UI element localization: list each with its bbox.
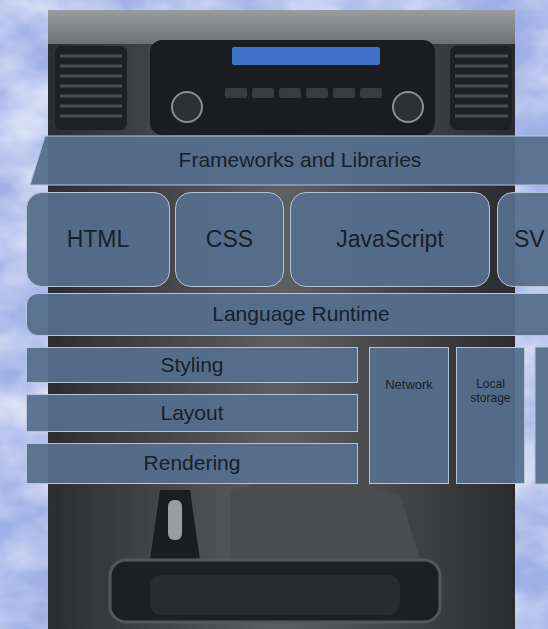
service-box: Local storage bbox=[456, 347, 525, 484]
box-label: Rendering bbox=[31, 451, 353, 475]
box-label: Layout bbox=[31, 401, 353, 425]
language-box: HTML bbox=[26, 192, 170, 287]
box-label: Local storage bbox=[461, 378, 520, 406]
engine-layer: Rendering bbox=[26, 443, 358, 484]
box-label: Styling bbox=[31, 353, 353, 377]
box-label: Network bbox=[374, 378, 444, 393]
engine-layer: Layout bbox=[26, 394, 358, 432]
language-box: CSS bbox=[175, 192, 284, 287]
box-label: CSS bbox=[180, 226, 279, 252]
runtime-band: Language Runtime bbox=[26, 293, 548, 336]
language-box: JavaScript bbox=[290, 192, 490, 287]
engine-layer: Styling bbox=[26, 347, 358, 383]
service-box: Network bbox=[369, 347, 449, 484]
framework-band: Frameworks and Libraries bbox=[30, 136, 548, 185]
box-label: JavaScript bbox=[295, 226, 485, 252]
box-label: SV bbox=[514, 226, 548, 252]
partial-box bbox=[535, 347, 548, 484]
box-label: HTML bbox=[31, 226, 165, 252]
box-label: Language Runtime bbox=[31, 302, 548, 326]
language-box: SV bbox=[497, 192, 548, 287]
box-label: Frameworks and Libraries bbox=[34, 148, 548, 172]
